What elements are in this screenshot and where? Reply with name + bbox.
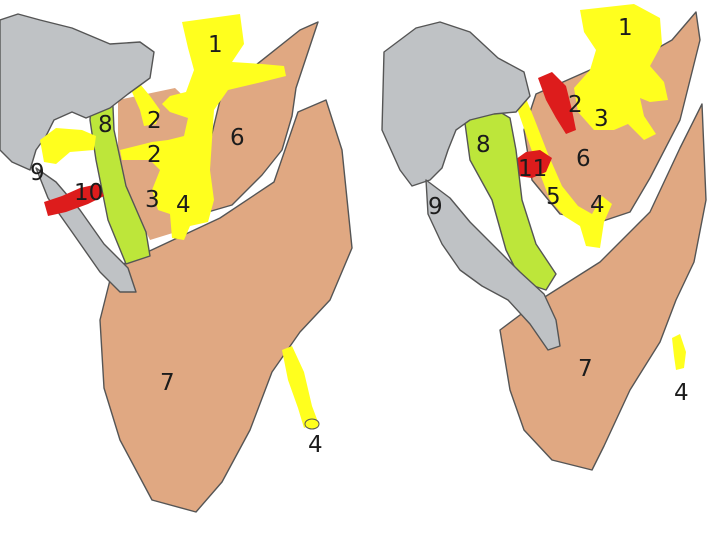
right-label-11: 11: [518, 156, 547, 182]
left-vessel-10: [44, 184, 104, 216]
right-label-6: 6: [576, 146, 591, 172]
right-label-8: 8: [476, 132, 491, 158]
left-label-4-lower: 4: [308, 432, 323, 458]
left-nerve-2-branch: [132, 84, 160, 126]
right-label-5: 5: [546, 184, 561, 210]
left-label-2-lower: 2: [147, 142, 162, 168]
left-label-10: 10: [74, 180, 103, 206]
right-panel: 1 2 3 6 11 5 4 8 9 7 4: [381, 4, 707, 471]
left-nerve-4: [282, 346, 318, 428]
left-nerve-4-end: [304, 418, 320, 430]
right-label-4-upper: 4: [590, 192, 605, 218]
left-label-3: 3: [145, 187, 160, 213]
right-ligament-8: [463, 105, 557, 291]
left-label-7: 7: [160, 370, 175, 396]
left-nerve-9-branch: [40, 128, 96, 164]
right-bone-9: [381, 21, 531, 187]
right-nerve-4: [672, 334, 686, 370]
right-bone-9-prong: [425, 179, 561, 351]
left-panel: 1 2 2 3 4 6 7 8 9 10 4: [0, 13, 353, 513]
left-label-9: 9: [30, 160, 45, 186]
left-muscle-7: [99, 99, 353, 513]
right-label-9: 9: [428, 194, 443, 220]
left-bone-9: [0, 13, 155, 171]
right-label-2: 2: [568, 92, 583, 118]
right-nerve-5: [510, 84, 612, 248]
left-label-6: 6: [230, 125, 245, 151]
right-vessel-2: [538, 72, 576, 134]
left-label-2-upper: 2: [147, 108, 162, 134]
right-vessel-11: [512, 150, 552, 178]
left-label-4-upper: 4: [176, 192, 191, 218]
left-label-8: 8: [98, 112, 113, 138]
right-label-3: 3: [594, 106, 609, 132]
right-label-1: 1: [618, 15, 633, 41]
right-muscle-7: [499, 103, 707, 471]
left-nerve-1: [120, 14, 286, 240]
left-label-1: 1: [208, 32, 223, 58]
right-label-4-lower: 4: [674, 380, 689, 406]
right-nerve-1: [574, 4, 668, 140]
right-label-7: 7: [578, 356, 593, 382]
